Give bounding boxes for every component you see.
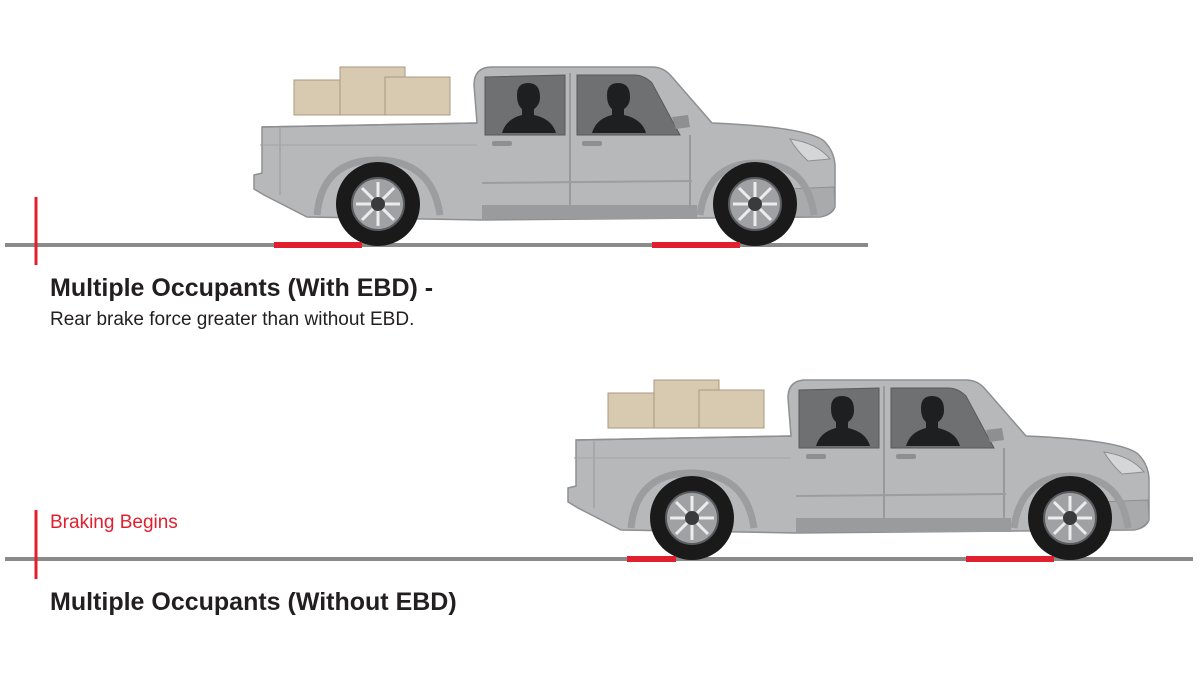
top-panel — [5, 67, 868, 265]
top-panel-title: Multiple Occupants (With EBD) - — [50, 274, 434, 302]
bottom-panel — [5, 380, 1193, 579]
bottom-rear-wheel — [648, 474, 736, 562]
top-front-wheel — [711, 160, 799, 248]
braking-begins-label: Braking Begins — [50, 512, 178, 533]
bottom-panel-title: Multiple Occupants (Without EBD) — [50, 588, 457, 616]
top-panel-subtitle: Rear brake force greater than without EB… — [50, 309, 415, 330]
bottom-front-wheel — [1026, 474, 1114, 562]
top-rear-wheel — [334, 160, 422, 248]
